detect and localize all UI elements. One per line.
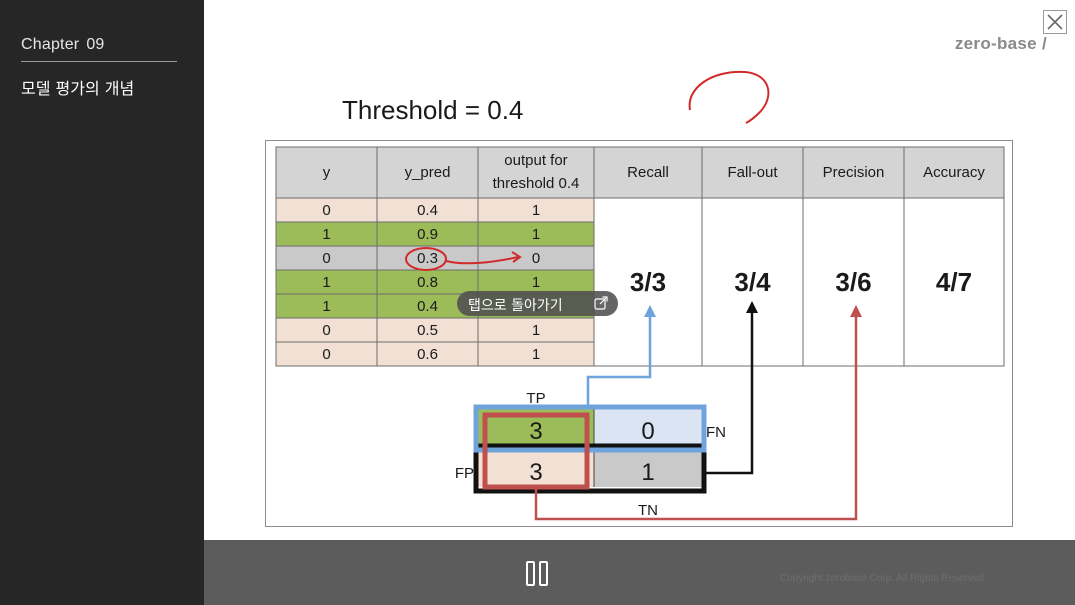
table-cell-value: 0.4 — [417, 202, 438, 219]
tn-cell — [594, 448, 702, 487]
external-link-icon — [594, 296, 608, 310]
tn-label: TN — [638, 502, 658, 519]
predicted-positive-outline — [482, 412, 590, 490]
fp-value: 3 — [529, 459, 542, 486]
table-cell — [275, 317, 378, 343]
table-cell-value: 0 — [322, 346, 330, 363]
table-header-cell — [903, 146, 1005, 199]
table-cell — [275, 245, 378, 271]
fallout-arrow — [704, 309, 754, 475]
chapter-text: Chapter — [21, 36, 80, 53]
table-header-cell — [275, 146, 378, 199]
metrics-diagram: y y_pred output for threshold 0.4 Recall Fall… — [265, 140, 1013, 527]
table-header-label: threshold 0.4 — [493, 175, 580, 192]
recall-arrowhead — [644, 305, 656, 317]
tn-value: 1 — [641, 459, 654, 486]
positive-row-outline — [473, 404, 707, 453]
back-to-tab-tooltip[interactable]: 탭으로 돌아가기 — [457, 291, 618, 316]
table-header-label: Precision — [823, 164, 885, 181]
player-controls: Copyright zerobase Corp. All Rights Rese… — [204, 540, 1075, 605]
table-cell-value: 0 — [322, 250, 330, 267]
table-cell — [275, 341, 378, 367]
fn-cell — [594, 409, 702, 448]
slide-title: Threshold = 0.4 — [342, 95, 523, 126]
table-cell-value: 0.5 — [417, 322, 438, 339]
close-icon[interactable] — [1043, 10, 1067, 34]
table-cell — [477, 221, 595, 247]
pause-icon[interactable] — [526, 561, 550, 586]
table-cell-value: 0 — [322, 322, 330, 339]
tooltip-label: 탭으로 돌아가기 — [468, 298, 563, 314]
title-prefix: Threshold = — [342, 95, 488, 125]
metric-value: 3/6 — [835, 267, 871, 297]
table-header-cell — [802, 146, 905, 199]
sidebar: Chapter 09 모델 평가의 개념 — [0, 0, 204, 605]
handwritten-arrow-annotation — [445, 256, 519, 265]
brand-logo: zero-base / — [954, 34, 1047, 53]
table-cell-value: 1 — [532, 202, 540, 219]
handwritten-circle-annotation — [405, 247, 447, 271]
copyright-text: Copyright zerobase Corp. All Rights Rese… — [780, 573, 984, 584]
table-cell-value: 1 — [532, 226, 540, 243]
fn-label: FN — [706, 424, 726, 441]
table-header-cell — [477, 146, 595, 199]
table-cell-value: 0 — [322, 202, 330, 219]
sidebar-divider — [21, 61, 177, 62]
recall-arrow — [586, 313, 652, 405]
table-cell-value: 0 — [532, 250, 540, 267]
table-cell — [477, 197, 595, 223]
table-header-label: Recall — [627, 164, 669, 181]
fp-label: FP — [455, 465, 474, 482]
title-value: 0.4 — [487, 95, 524, 125]
table-cell-value: 0.4 — [417, 298, 438, 315]
table-header-label: Fall-out — [727, 164, 778, 181]
table-cell-value: 0.6 — [417, 346, 438, 363]
table-cell-value: 0.3 — [417, 250, 438, 267]
table-cell — [275, 221, 378, 247]
metric-value: 4/7 — [936, 267, 972, 297]
table-cell-value: 1 — [322, 298, 330, 315]
table-cell — [477, 245, 595, 271]
table-cell-value: 1 — [532, 346, 540, 363]
table-cell — [477, 341, 595, 367]
table-cell — [376, 245, 479, 271]
metric-value: 3/3 — [630, 267, 666, 297]
table-cell-value: 0.9 — [417, 226, 438, 243]
table-header-label: y_pred — [405, 164, 451, 181]
diagram-canvas: y y_pred output for threshold 0.4 Recall Fall… — [275, 146, 1005, 521]
table-header-label: y — [323, 164, 331, 181]
fn-value: 0 — [641, 418, 654, 445]
table-cell — [376, 317, 479, 343]
table-cell-value: 1 — [532, 322, 540, 339]
chapter-label: Chapter 09 — [21, 36, 105, 54]
metric-cell — [802, 197, 905, 367]
table-cell-value: 1 — [322, 226, 330, 243]
tp-value: 3 — [529, 418, 542, 445]
table-cell — [477, 269, 595, 295]
table-cell-value: 1 — [532, 274, 540, 291]
metric-value: 3/4 — [734, 267, 771, 297]
tp-label: TP — [526, 390, 545, 407]
fallout-arrowhead — [746, 301, 758, 313]
negative-row-outline — [473, 443, 707, 494]
table-cell — [376, 341, 479, 367]
precision-arrow — [534, 313, 858, 521]
table-header-label: output for — [504, 152, 567, 169]
chapter-number: 09 — [86, 36, 105, 53]
lesson-title[interactable]: 모델 평가의 개념 — [21, 79, 135, 98]
metric-cell — [593, 197, 703, 367]
precision-arrowhead — [850, 305, 862, 317]
table-cell — [275, 197, 378, 223]
table-cell-value: 1 — [322, 274, 330, 291]
table-cell-value: 0.8 — [417, 274, 438, 291]
table-header-label: Accuracy — [923, 164, 985, 181]
table-header-cell — [701, 146, 804, 199]
fp-cell — [478, 448, 594, 487]
metric-cell — [903, 197, 1005, 367]
handwritten-arrowhead — [511, 251, 522, 263]
